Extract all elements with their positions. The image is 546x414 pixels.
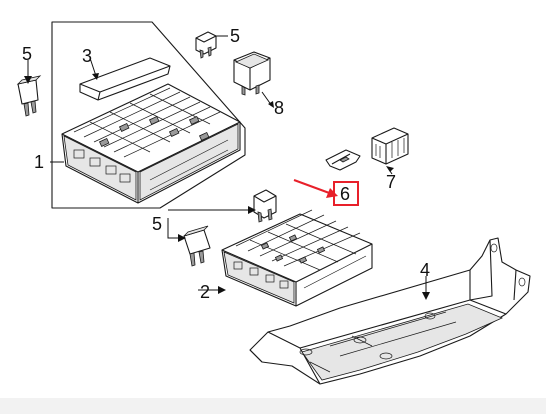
arrow-head-2	[218, 286, 226, 294]
arrow-head-7	[386, 166, 394, 172]
callout-5-middle: 5	[152, 214, 162, 234]
mini-fuse-top-right	[195, 31, 217, 59]
blade-fuse-middle-lower	[183, 225, 211, 267]
callout-7: 7	[386, 172, 396, 192]
callout-5-top-right: 5	[230, 26, 240, 46]
relay	[233, 51, 271, 96]
callout-4: 4	[420, 260, 430, 280]
arrow-head-3	[92, 73, 99, 80]
connector-housing	[371, 127, 409, 165]
callout-2: 2	[200, 282, 210, 302]
assembly-outline-box	[51, 21, 246, 209]
cover-strip	[79, 57, 171, 101]
bracket-clip	[325, 149, 361, 171]
blade-fuse-middle-upper	[253, 189, 277, 223]
arrow-head-4	[422, 292, 430, 300]
arrow-head-8	[268, 101, 274, 108]
arrow-head-top-left	[24, 76, 32, 84]
fuse-relay-block	[61, 83, 241, 204]
mounting-tray	[249, 237, 531, 385]
callout-5-top-left: 5	[22, 44, 32, 64]
highlight-box	[333, 181, 359, 206]
callout-1: 1	[34, 152, 44, 172]
bottom-band	[0, 398, 546, 414]
arrow-head-5-lower	[178, 234, 186, 242]
callout-6: 6	[340, 184, 350, 204]
arrow-head-5-upper	[248, 206, 256, 214]
fuse-block	[221, 209, 373, 307]
callout-8: 8	[274, 98, 284, 118]
callout-3: 3	[82, 46, 92, 66]
